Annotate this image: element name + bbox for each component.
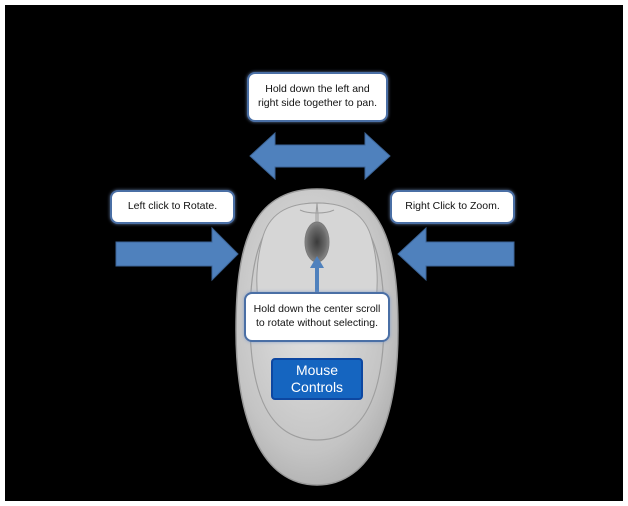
rotate-callout-text: Left click to Rotate. — [127, 200, 218, 213]
scroll-callout: Hold down the center scroll to rotate wi… — [244, 292, 390, 342]
rotate-arrow-icon — [115, 226, 239, 282]
zoom-arrow-icon — [397, 226, 515, 282]
pan-double-arrow — [249, 131, 391, 181]
rotate-callout: Left click to Rotate. — [110, 190, 235, 224]
pan-callout: Hold down the left and right side togeth… — [247, 72, 388, 122]
pan-callout-text: Hold down the left and right side togeth… — [257, 83, 378, 109]
zoom-callout: Right Click to Zoom. — [390, 190, 515, 224]
scroll-arrow — [310, 256, 324, 294]
mouse-controls-title: Mouse Controls — [271, 358, 363, 400]
scroll-callout-text: Hold down the center scroll to rotate wi… — [253, 303, 381, 329]
mouse-inner-outline — [249, 202, 385, 441]
zoom-callout-text: Right Click to Zoom. — [405, 200, 500, 213]
